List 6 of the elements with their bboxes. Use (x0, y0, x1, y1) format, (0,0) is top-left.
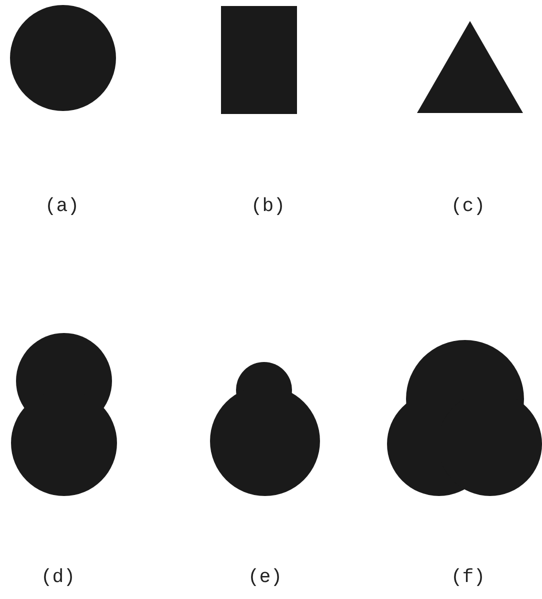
figure-label: (d) (40, 566, 76, 588)
figure-label: (a) (44, 195, 80, 217)
figure-label: (e) (248, 566, 282, 588)
figure-label: (f) (450, 566, 486, 588)
figure-label: (c) (450, 195, 486, 217)
figure-label: (b) (250, 195, 286, 217)
